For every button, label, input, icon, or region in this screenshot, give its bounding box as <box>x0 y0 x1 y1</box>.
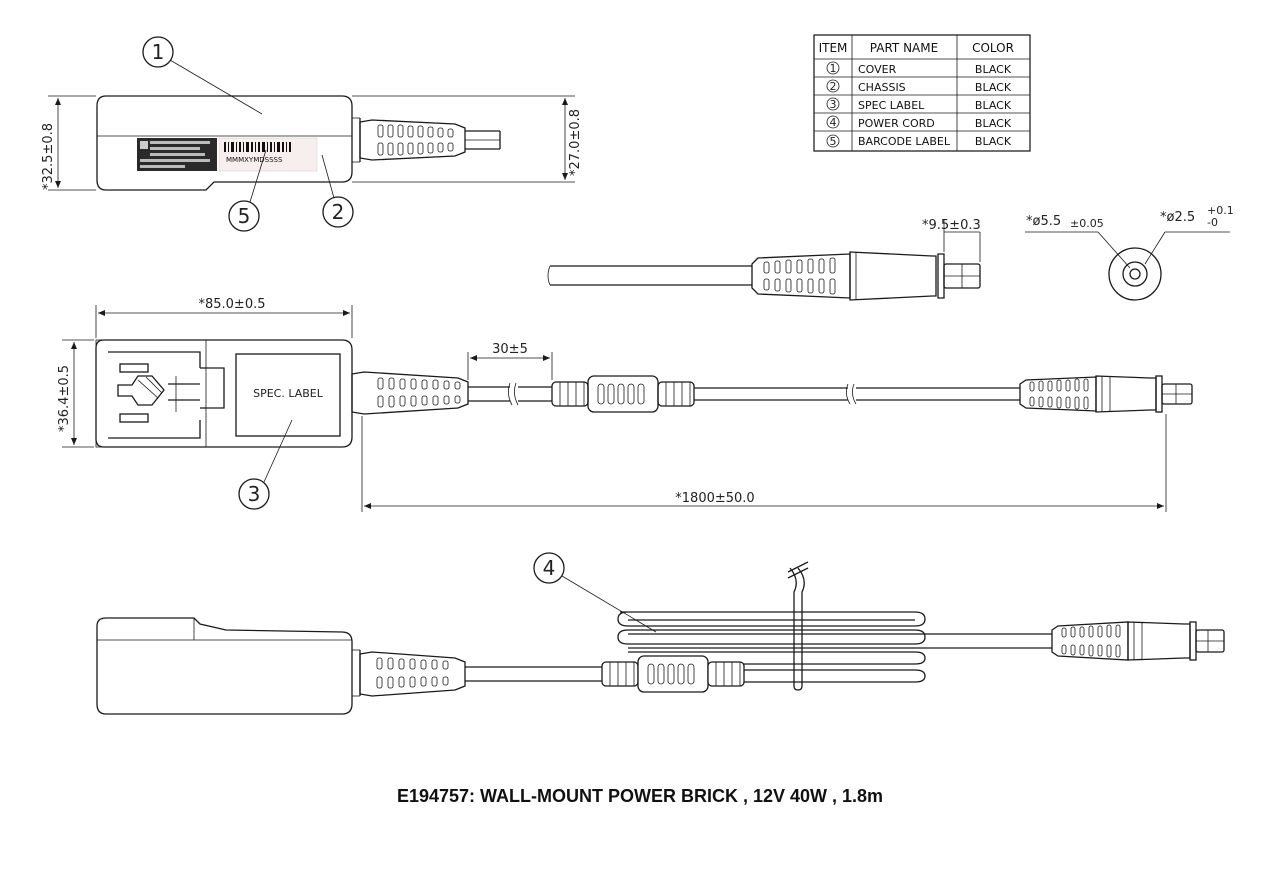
drawing-caption: E194757: WALL-MOUNT POWER BRICK , 12V 40… <box>396 786 884 806</box>
svg-text:CHASSIS: CHASSIS <box>858 81 906 94</box>
side-view <box>96 561 1225 715</box>
parts-table: ITEM PART NAME COLOR 1 COVER BLACK 2 CHA… <box>813 34 1031 152</box>
svg-text:3: 3 <box>830 98 837 111</box>
dim-inner-tol-minus: -0 <box>1207 216 1218 229</box>
svg-text:BLACK: BLACK <box>975 81 1012 94</box>
dim-ferrite-offset: 30±5 <box>492 342 528 357</box>
table-header-color: COLOR <box>972 41 1014 55</box>
dim-inner-dia: *ø2.5 <box>1160 210 1195 225</box>
callout-5: 5 <box>228 149 267 232</box>
dim-inner-tol-plus: +0.1 <box>1207 204 1234 217</box>
barcode-bars <box>224 142 291 152</box>
svg-text:4: 4 <box>830 116 837 129</box>
svg-text:3: 3 <box>248 482 261 506</box>
svg-text:POWER CORD: POWER CORD <box>858 117 935 130</box>
table-row: 5 BARCODE LABEL BLACK <box>826 134 1012 148</box>
table-row: 2 CHASSIS BLACK <box>826 79 1012 94</box>
svg-text:1: 1 <box>152 40 165 64</box>
dc-plug-detail: *9.5±0.3 *ø5.5 ±0.05 *ø2.5 +0.1 -0 <box>547 204 1234 301</box>
plug-ribs <box>763 257 836 295</box>
svg-text:5: 5 <box>238 204 251 228</box>
spec-label <box>235 353 341 437</box>
ferrite-core <box>587 375 659 413</box>
barcode-text: MMMXYMDSSSS <box>226 156 283 164</box>
svg-text:2: 2 <box>830 80 837 93</box>
spec-label-text: SPEC. LABEL <box>253 387 324 400</box>
svg-text:5: 5 <box>830 135 837 148</box>
dim-plug-height: *27.0±0.8 <box>568 109 583 176</box>
strain-relief-ribs <box>377 124 454 156</box>
svg-text:BLACK: BLACK <box>975 135 1012 148</box>
table-row: 4 POWER CORD BLACK <box>826 115 1012 130</box>
dim-length: *85.0±0.5 <box>198 297 265 312</box>
svg-text:BLACK: BLACK <box>975 99 1012 112</box>
dim-cord-length: *1800±50.0 <box>675 491 754 506</box>
dim-outer-dia: *ø5.5 <box>1026 214 1061 229</box>
cable-tie <box>789 567 805 691</box>
svg-text:COVER: COVER <box>858 63 897 76</box>
plug-ribs <box>1061 624 1121 658</box>
table-header-part-name: PART NAME <box>870 41 938 55</box>
callout-4: 4 <box>533 552 657 633</box>
svg-text:BLACK: BLACK <box>975 63 1012 76</box>
svg-text:BLACK: BLACK <box>975 117 1012 130</box>
callout-2: 2 <box>321 154 354 228</box>
plug-ribs <box>1029 378 1089 410</box>
dim-height-top: *32.5±0.8 <box>41 123 56 190</box>
callout-3: 3 <box>238 419 293 510</box>
svg-text:2: 2 <box>332 200 345 224</box>
top-view: MMMXYMDSSSS *32.5±0.8 *27.0±0.8 <box>41 95 583 191</box>
dim-width: *36.4±0.5 <box>57 365 72 432</box>
svg-text:4: 4 <box>543 556 556 580</box>
svg-text:1: 1 <box>830 62 837 75</box>
dim-plug-length: *9.5±0.3 <box>922 218 981 233</box>
callout-1: 1 <box>142 36 263 115</box>
table-row: 3 SPEC LABEL BLACK <box>826 97 1012 112</box>
table-header-item: ITEM <box>819 41 848 55</box>
svg-text:BARCODE LABEL: BARCODE LABEL <box>858 135 951 148</box>
table-row: 1 COVER BLACK <box>826 61 1012 76</box>
coiled-cord <box>617 611 926 683</box>
strain-relief-ribs <box>376 657 449 689</box>
front-view: SPEC. LABEL <box>57 297 1193 512</box>
strain-relief-ribs <box>377 377 461 408</box>
svg-text:SPEC LABEL: SPEC LABEL <box>858 99 925 112</box>
dim-outer-dia-tol: ±0.05 <box>1070 217 1104 230</box>
